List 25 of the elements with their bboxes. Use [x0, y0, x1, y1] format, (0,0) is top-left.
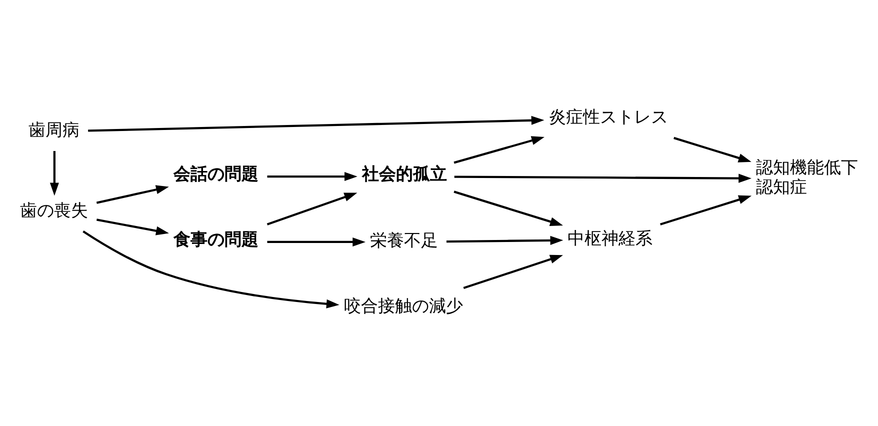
arrow	[454, 190, 563, 226]
node-text: 栄養不足	[370, 231, 438, 252]
node-text: 中枢神経系	[568, 228, 653, 249]
arrow	[446, 236, 564, 245]
node-text: 認知機能低下 認知症	[756, 158, 858, 198]
node-text: 食事の問題	[174, 230, 258, 250]
arrow	[96, 185, 169, 204]
node-text: 炎症性ストレス	[548, 108, 668, 128]
arrow	[267, 237, 366, 246]
arrow	[82, 230, 340, 308]
node-text: 咬合接触の減少	[344, 296, 464, 316]
arrow	[454, 136, 544, 164]
node-text: 社会的孤立	[362, 164, 447, 185]
arrow	[463, 254, 563, 290]
node-text: 会話の問題	[174, 164, 258, 185]
arrow	[266, 192, 358, 226]
node-text: 歯周病	[28, 120, 80, 141]
arrow	[267, 172, 358, 182]
arrow	[50, 151, 59, 196]
arrow	[96, 218, 169, 236]
node-text: 歯の喪失	[20, 201, 88, 222]
arrow	[660, 195, 752, 226]
arrow	[674, 136, 752, 162]
arrow	[454, 174, 752, 183]
arrow	[88, 116, 544, 132]
